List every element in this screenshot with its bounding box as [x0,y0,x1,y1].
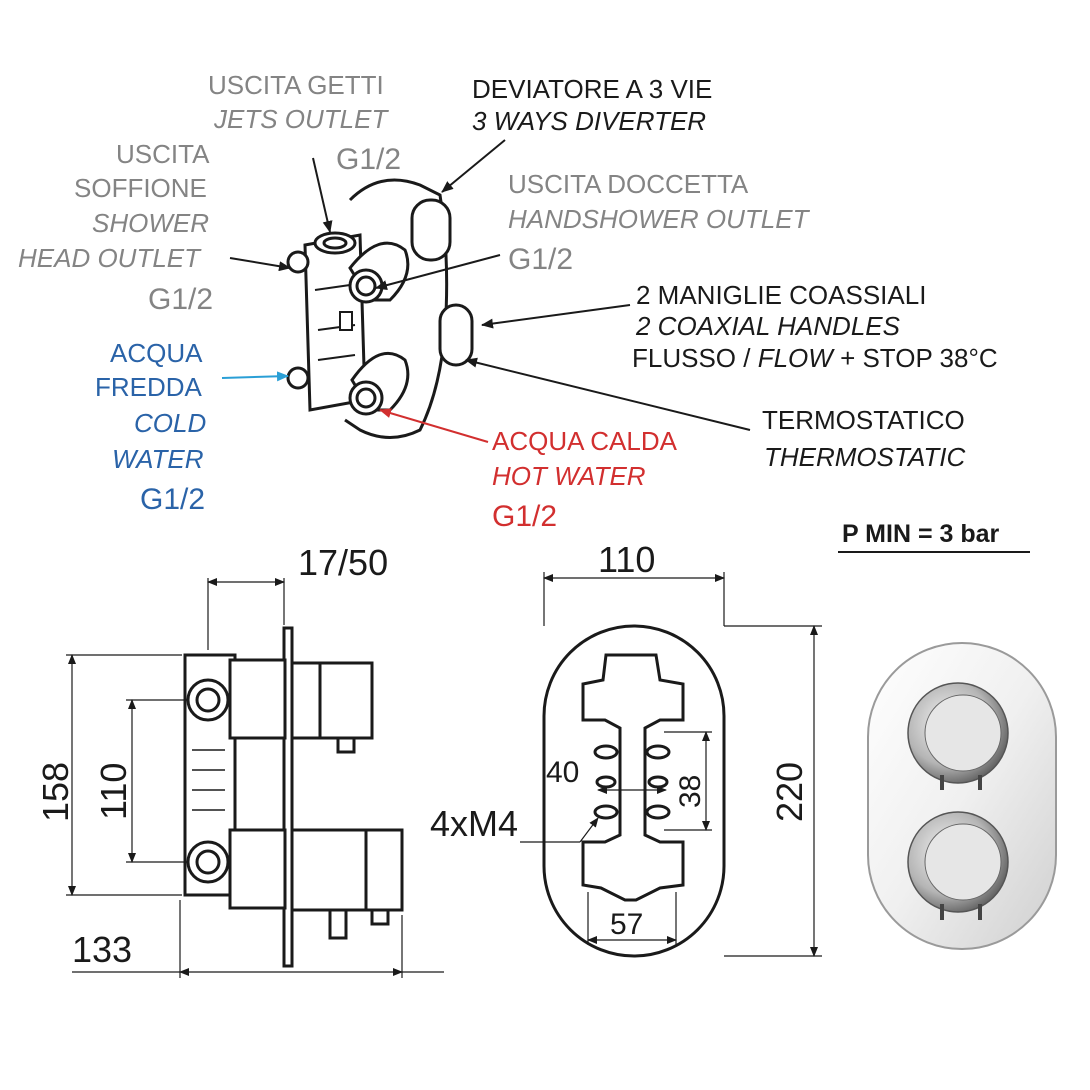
pmin-label: P MIN = 3 bar [842,520,1000,548]
flow-label: FLUSSO / FLOW + STOP 38°C [632,345,998,371]
dim-inlet-spacing: 110 [93,762,134,820]
handshower-label-en: HANDSHOWER OUTLET [508,204,809,234]
diverter-label-en: 3 WAYS DIVERTER [472,106,707,136]
flow-suffix: + STOP 38°C [840,343,998,373]
jets-outlet-label: USCITA GETTI [208,70,384,100]
dim-bottom-width: 57 [610,908,644,941]
side-view-dims [66,578,444,978]
dim-hole-v: 38 [674,774,707,808]
dim-hole-h: 40 [546,756,580,789]
shower-head-label-1: USCITA [116,139,210,169]
hot-water-size: G1/2 [492,500,558,533]
dim-plate-width: 110 [598,539,656,580]
cold-water-label-en-1: COLD [134,408,207,438]
jets-outlet-label-en: JETS OUTLET [214,104,388,134]
cold-water-size: G1/2 [140,483,206,516]
cold-water-label-en-2: WATER [112,444,204,474]
finished-product [867,642,1057,950]
front-view-dims [520,572,822,957]
dim-total-depth: 133 [72,929,133,970]
dim-body-height: 158 [35,761,76,822]
handles-label-en: 2 COAXIAL HANDLES [636,311,900,341]
callout-arrows [221,139,751,443]
side-view [183,626,404,968]
flow-prefix: FLUSSO / [632,343,751,373]
jets-outlet-size: G1/2 [336,143,402,176]
shower-head-label-en-1: SHOWER [92,208,209,238]
cold-water-label-1: ACQUA [110,338,203,368]
cold-water-label-2: FREDDA [95,372,202,402]
flow-word: FLOW [757,343,833,373]
hot-water-label: ACQUA CALDA [492,426,677,456]
diverter-label: DEVIATORE A 3 VIE [472,74,713,104]
shower-head-label-en-2: HEAD OUTLET [18,243,201,273]
handshower-label: USCITA DOCCETTA [508,169,749,199]
dim-screws: 4xM4 [430,803,519,844]
valve-isometric [286,178,474,439]
handshower-size: G1/2 [508,243,574,276]
dim-depth-range: 17/50 [298,542,389,583]
thermostatic-label-en: THERMOSTATIC [764,442,966,472]
hot-water-label-en: HOT WATER [492,461,646,491]
shower-head-label-2: SOFFIONE [74,173,207,203]
handles-label: 2 MANIGLIE COASSIALI [636,280,927,310]
shower-head-size: G1/2 [148,283,214,316]
thermostatic-label: TERMOSTATICO [762,405,965,435]
dim-plate-height: 220 [769,761,810,822]
